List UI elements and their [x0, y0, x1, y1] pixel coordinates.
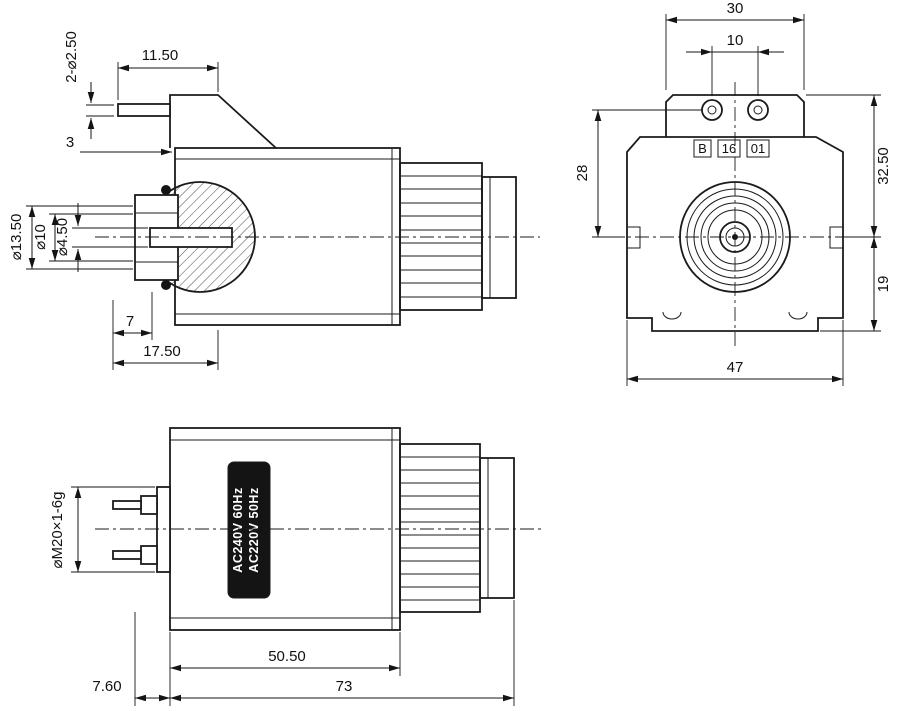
armature-assembly — [134, 185, 233, 290]
dim-dia-13-50: ⌀13.50 — [8, 214, 25, 261]
dim-11-50: 11.50 — [142, 47, 178, 64]
marking-box-01: 01 — [751, 141, 765, 156]
terminal-bracket — [117, 94, 277, 149]
dim-dia-10: ⌀10 — [32, 224, 49, 250]
dim-7-60: 7.60 — [92, 678, 121, 695]
view-side-top: 11.50 2-⌀2.50 3 ⌀13.50 ⌀10 ⌀4. — [8, 31, 540, 370]
nameplate-line2: AC220V 50Hz — [247, 487, 261, 572]
view-front: B 16 01 30 10 — [574, 0, 892, 386]
o-ring-bottom — [161, 280, 171, 290]
dim-pin-qty-dia: 2-⌀2.50 — [63, 31, 80, 83]
end-cap — [481, 176, 517, 299]
pin-collar-bottom — [140, 545, 158, 565]
dim-30: 30 — [727, 0, 744, 17]
dim-73: 73 — [336, 678, 353, 695]
dim-28: 28 — [574, 165, 591, 182]
end-cap-bottom — [479, 457, 515, 599]
side-notch-left — [626, 226, 641, 249]
marking-box-16: 16 — [722, 141, 736, 156]
dim-19: 19 — [875, 276, 892, 293]
connector-ribs — [400, 175, 482, 298]
thread-step — [156, 486, 171, 573]
nameplate-background — [227, 461, 271, 599]
connector-ribs-bottom — [400, 456, 480, 601]
pin-rod-bottom — [112, 550, 142, 560]
dim-dia-4-50: ⌀4.50 — [54, 218, 71, 256]
dim-47: 47 — [727, 359, 744, 376]
view-side-bottom: AC240V 60Hz AC220V 50Hz ⌀M20×1-6g 50.50 — [49, 427, 545, 706]
dim-50-50: 50.50 — [268, 648, 306, 665]
pin-collar-top — [140, 495, 158, 515]
pin-rod-top — [112, 500, 142, 510]
center-pin — [149, 227, 233, 248]
marking-plate: B 16 01 — [693, 139, 770, 158]
din-connector — [399, 162, 517, 311]
dim-3: 3 — [66, 134, 74, 151]
dim-10: 10 — [727, 32, 744, 49]
terminal-pin — [117, 103, 171, 117]
dimensions-side-top: 11.50 2-⌀2.50 3 ⌀13.50 ⌀10 ⌀4. — [8, 31, 219, 370]
nameplate: AC240V 60Hz AC220V 50Hz — [227, 461, 271, 599]
din-connector-bottom — [399, 443, 515, 613]
dim-17-50: 17.50 — [143, 343, 181, 360]
bottom-arc-right — [788, 311, 808, 320]
bottom-arc-left — [662, 311, 682, 320]
terminal-pins — [112, 486, 171, 573]
side-notch-right — [829, 226, 844, 249]
dim-32-50: 32.50 — [875, 147, 892, 185]
nameplate-line1: AC240V 60Hz — [231, 487, 245, 572]
dimensions-side-bottom: ⌀M20×1-6g 50.50 73 7.60 — [49, 486, 515, 706]
dimensions-front: 30 10 28 32.50 19 47 — [574, 0, 892, 386]
dim-7: 7 — [126, 313, 134, 330]
dim-thread-m20: ⌀M20×1-6g — [49, 492, 66, 569]
main-body-outline — [626, 136, 844, 332]
marking-box-b: B — [698, 141, 707, 156]
o-ring-top — [161, 185, 171, 195]
